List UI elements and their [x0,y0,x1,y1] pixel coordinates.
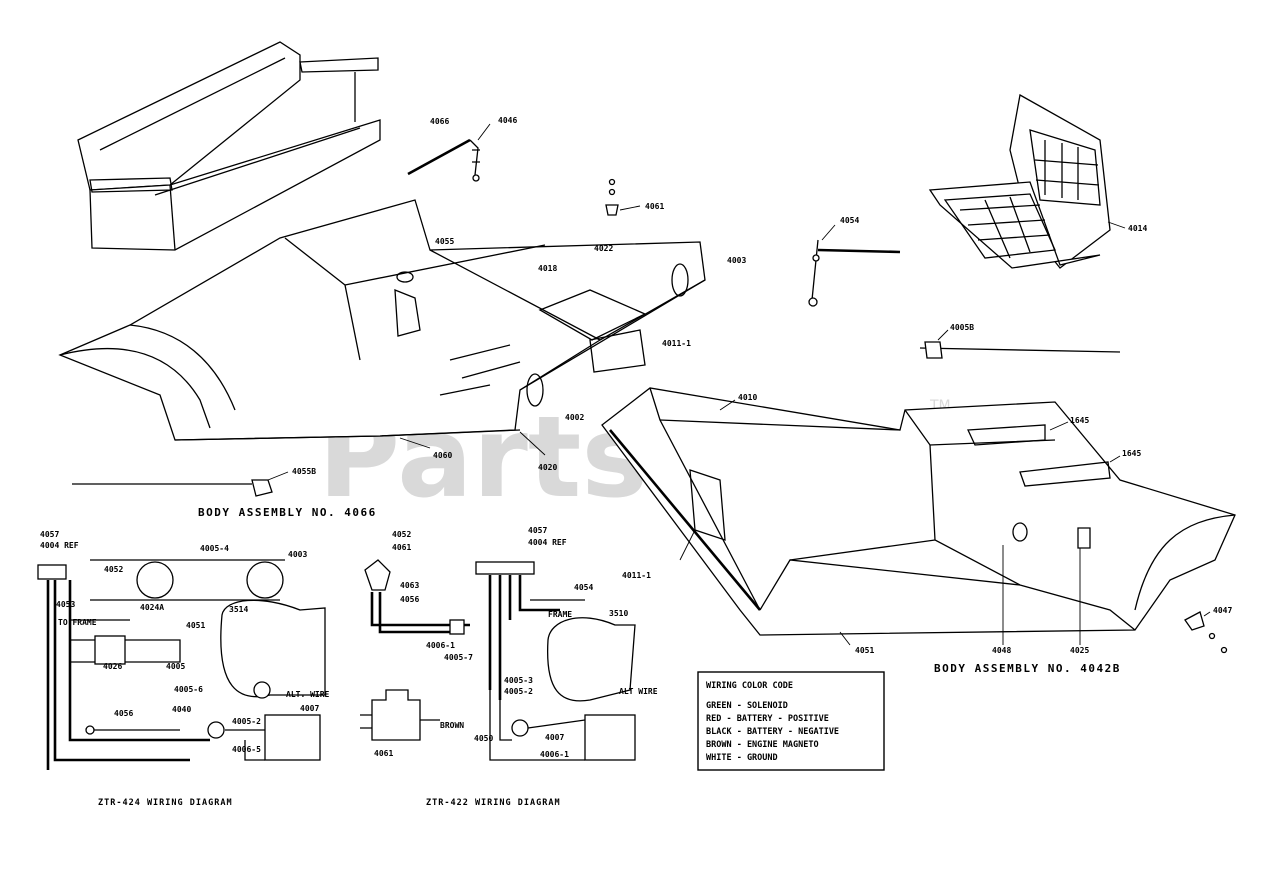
w424-4053: 4053 [56,600,75,609]
label-4066: 4066 [430,117,449,126]
label-4014: 4014 [1128,224,1147,233]
w424-4005-4: 4005-4 [200,544,229,553]
wiring-422-labels: 4052 4061 4057 4004 REF 4063 4054 4056 F… [374,526,658,759]
label-4003: 4003 [727,256,746,265]
color-code-line-4: BROWN - ENGINE MAGNETO [706,740,819,750]
color-code-line-3: BLACK - BATTERY - NEGATIVE [706,727,839,737]
color-code-line-2: RED - BATTERY - POSITIVE [706,714,829,724]
w424-4003: 4003 [288,550,307,559]
wiring-424 [37,559,326,770]
label-4047: 4047 [1213,606,1232,615]
label-4060: 4060 [433,451,452,460]
w424-4006-5: 4006-5 [232,745,261,754]
w422-frame: FRAME [548,610,572,619]
bolt-4054 [808,224,901,307]
w422-4004ref: 4004 REF [528,538,567,547]
label-4025: 4025 [1070,646,1089,655]
w424-4051: 4051 [186,621,205,630]
w424-3514: 3514 [229,605,248,614]
title-body-4066: BODY ASSEMBLY NO. 4066 [198,506,377,519]
label-4046: 4046 [498,116,517,125]
w422-4056: 4056 [400,595,419,604]
bolt-4061 [605,178,641,216]
body-4066 [58,199,706,456]
label-4002: 4002 [565,413,584,422]
label-4018: 4018 [538,264,557,273]
label-1645-b: 1645 [1122,449,1141,458]
w422-4057: 4057 [528,526,547,535]
w424-4005-2: 4005-2 [232,717,261,726]
label-4055b: 4055B [292,467,316,476]
label-4051: 4051 [855,646,874,655]
label-4022: 4022 [594,244,613,253]
w422-4007: 4007 [545,733,564,742]
w422-4052: 4052 [392,530,411,539]
w424-4040: 4040 [172,705,191,714]
part-4055 [919,329,1121,359]
wiring-422 [360,559,636,761]
wiring-424-labels: 4057 4004 REF 4005-4 4003 4052 4053 4024… [40,530,330,754]
label-1645-a: 1645 [1070,416,1089,425]
label-4048: 4048 [992,646,1011,655]
title-wiring-424: ZTR-424 WIRING DIAGRAM [98,798,233,808]
label-4011-1-b: 4011-1 [622,571,651,580]
w424-4056: 4056 [114,709,133,718]
w422-4005-2: 4005-2 [504,687,533,696]
part-labels: 4066 4046 4061 4054 4014 4055 4018 4022 … [292,116,1232,655]
w424-4052: 4052 [104,565,123,574]
label-4061: 4061 [645,202,664,211]
w422-4050: 4050 [474,734,493,743]
w422-4061: 4061 [392,543,411,552]
label-4055: 4055 [435,237,454,246]
w422-4005-7: 4005-7 [444,653,473,662]
color-code-legend: WIRING COLOR CODE GREEN - SOLENOID RED -… [697,671,885,771]
w424-4057: 4057 [40,530,59,539]
w424-4005: 4005 [166,662,185,671]
solenoid-4061: 4061 [374,749,393,758]
bench-seat [77,41,381,251]
w424-4026: 4026 [103,662,122,671]
label-4010: 4010 [738,393,757,402]
label-4020: 4020 [538,463,557,472]
color-code-title: WIRING COLOR CODE [706,681,793,691]
part-4047 [1184,611,1228,654]
w422-4054: 4054 [574,583,593,592]
color-code-line-1: GREEN - SOLENOID [706,701,788,711]
w424-4004ref: 4004 REF [40,541,79,550]
bolt-4046 [407,123,491,182]
w424-alt-wire: ALT. WIRE [286,690,330,699]
w424-4024a: 4024A [140,603,164,612]
single-seat [928,93,1126,269]
w422-4063: 4063 [400,581,419,590]
w422-3510: 3510 [609,609,628,618]
w424-frame: TO FRAME [58,618,97,627]
w422-4006-1: 4006-1 [426,641,455,650]
w422-alt-wire: ALT WIRE [619,687,658,696]
solenoid-brown: BROWN [440,721,464,730]
body-4042b [601,387,1236,646]
w424-4005-6: 4005-6 [174,685,203,694]
title-wiring-422: ZTR-422 WIRING DIAGRAM [426,798,561,808]
label-4054: 4054 [840,216,859,225]
title-body-4042b: BODY ASSEMBLY NO. 4042B [934,662,1121,675]
label-4005b: 4005B [950,323,974,332]
w422-4005-3: 4005-3 [504,676,533,685]
w424-4007: 4007 [300,704,319,713]
label-4011-1-a: 4011-1 [662,339,691,348]
part-4055b [72,471,289,497]
color-code-line-5: WHITE - GROUND [706,753,778,763]
w422-4006-1b: 4006-1 [540,750,569,759]
